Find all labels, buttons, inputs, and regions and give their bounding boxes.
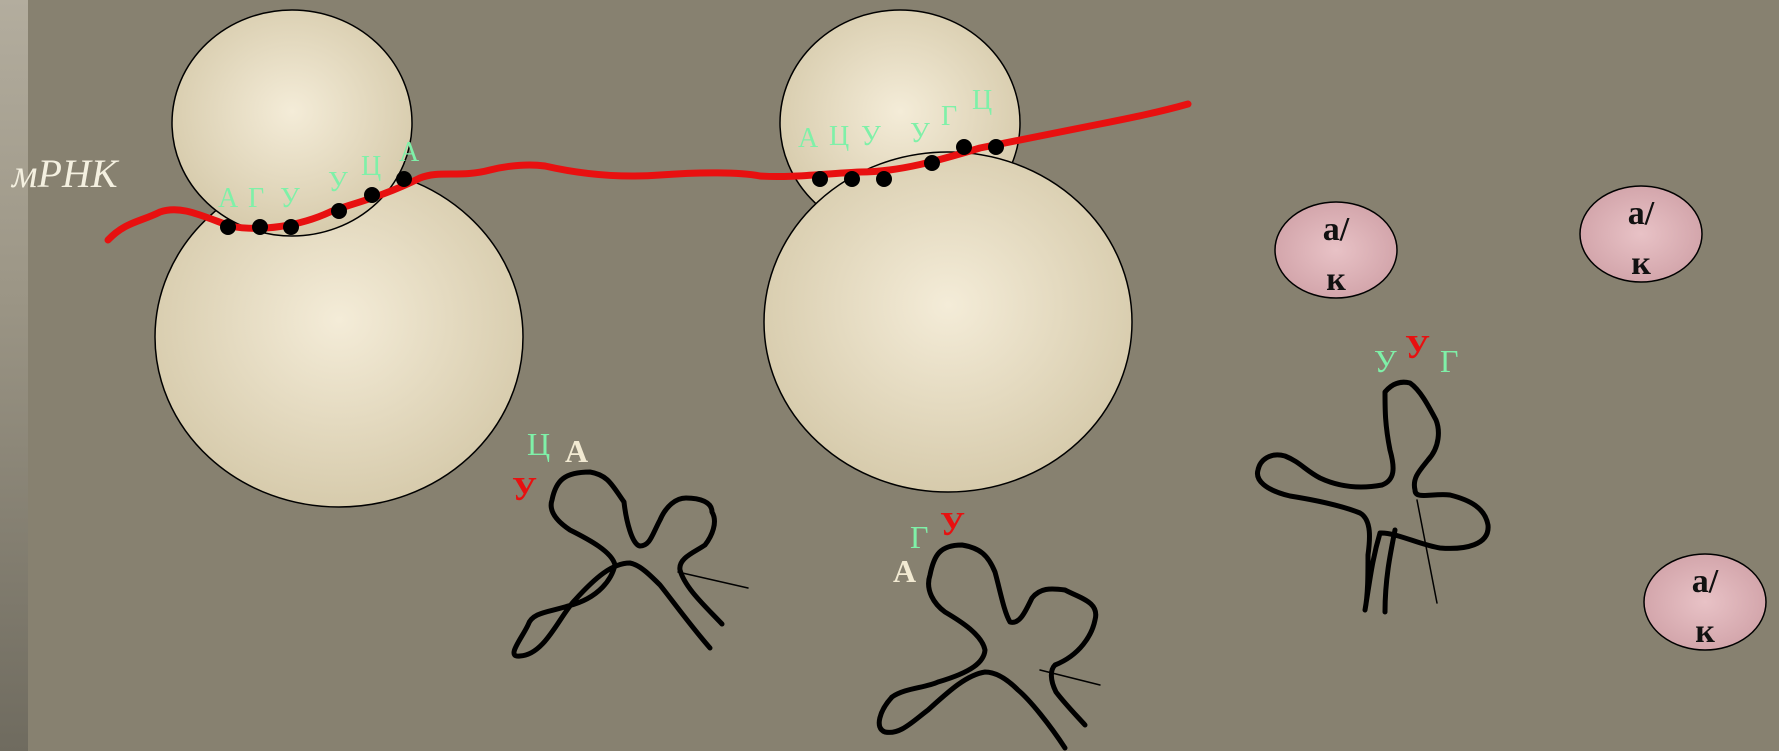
- trna-1-anticodon-2: Ц: [527, 426, 550, 462]
- mrna-label: мРНК: [12, 151, 118, 196]
- trna-1-anticodon-3: А: [565, 433, 588, 469]
- ribosome-2-large-subunit: [763, 151, 1133, 493]
- trna-2-cloverleaf-icon: [876, 542, 1101, 751]
- r2-codon-2: Ц: [829, 121, 849, 152]
- trna-1-cloverleaf-icon: [511, 469, 749, 659]
- amino-acid-3-icon: а/ к: [1643, 553, 1767, 651]
- amino-acid-1-line2: к: [1326, 261, 1346, 298]
- amino-acid-3-line1: а/: [1692, 563, 1719, 600]
- r1-codon-1: А: [218, 183, 239, 214]
- r2-codon-6: Ц: [972, 85, 992, 116]
- trna-2-anticodon-2: Г: [910, 519, 929, 555]
- trna-2-anticodon-3: А: [893, 553, 916, 589]
- ribosome-1-small-subunit: [171, 9, 413, 237]
- amino-acid-3-line2: к: [1695, 613, 1715, 650]
- amino-acid-2-icon: а/ к: [1579, 185, 1703, 283]
- mrna-strand: [104, 100, 1192, 244]
- amino-acid-1-line1: а/: [1323, 211, 1350, 248]
- r2-codon-1: А: [798, 123, 819, 154]
- amino-acid-2-line1: а/: [1628, 195, 1655, 232]
- r2-codon-3: У: [861, 121, 881, 152]
- trna-1-anticodon-1: У: [512, 471, 537, 508]
- r1-codon-5: Ц: [361, 151, 381, 182]
- slide-edge-bar: [0, 0, 28, 751]
- r1-codon-6: А: [399, 137, 420, 168]
- r1-codon-4: У: [328, 167, 348, 198]
- trna-3-cloverleaf-icon: [1255, 379, 1491, 613]
- amino-acid-1-icon: а/ к: [1274, 201, 1398, 299]
- trna-2-anticodon-1: У: [940, 506, 965, 543]
- trna-3-anticodon-3: Г: [1440, 343, 1459, 379]
- trna-3-stem: [1382, 527, 1398, 615]
- amino-acid-2-line2: к: [1631, 245, 1651, 282]
- r1-codon-3: У: [280, 183, 300, 214]
- r2-codon-4: У: [910, 118, 930, 149]
- r1-codon-2: Г: [248, 183, 264, 214]
- trna-3-anticodon-2: У: [1405, 329, 1430, 366]
- ribosome-2-nucleotides: [812, 139, 1004, 187]
- ribosome-1-nucleotides: [220, 171, 412, 235]
- r2-codon-5: Г: [941, 101, 957, 132]
- trna-3-anticodon-1: У: [1374, 343, 1397, 379]
